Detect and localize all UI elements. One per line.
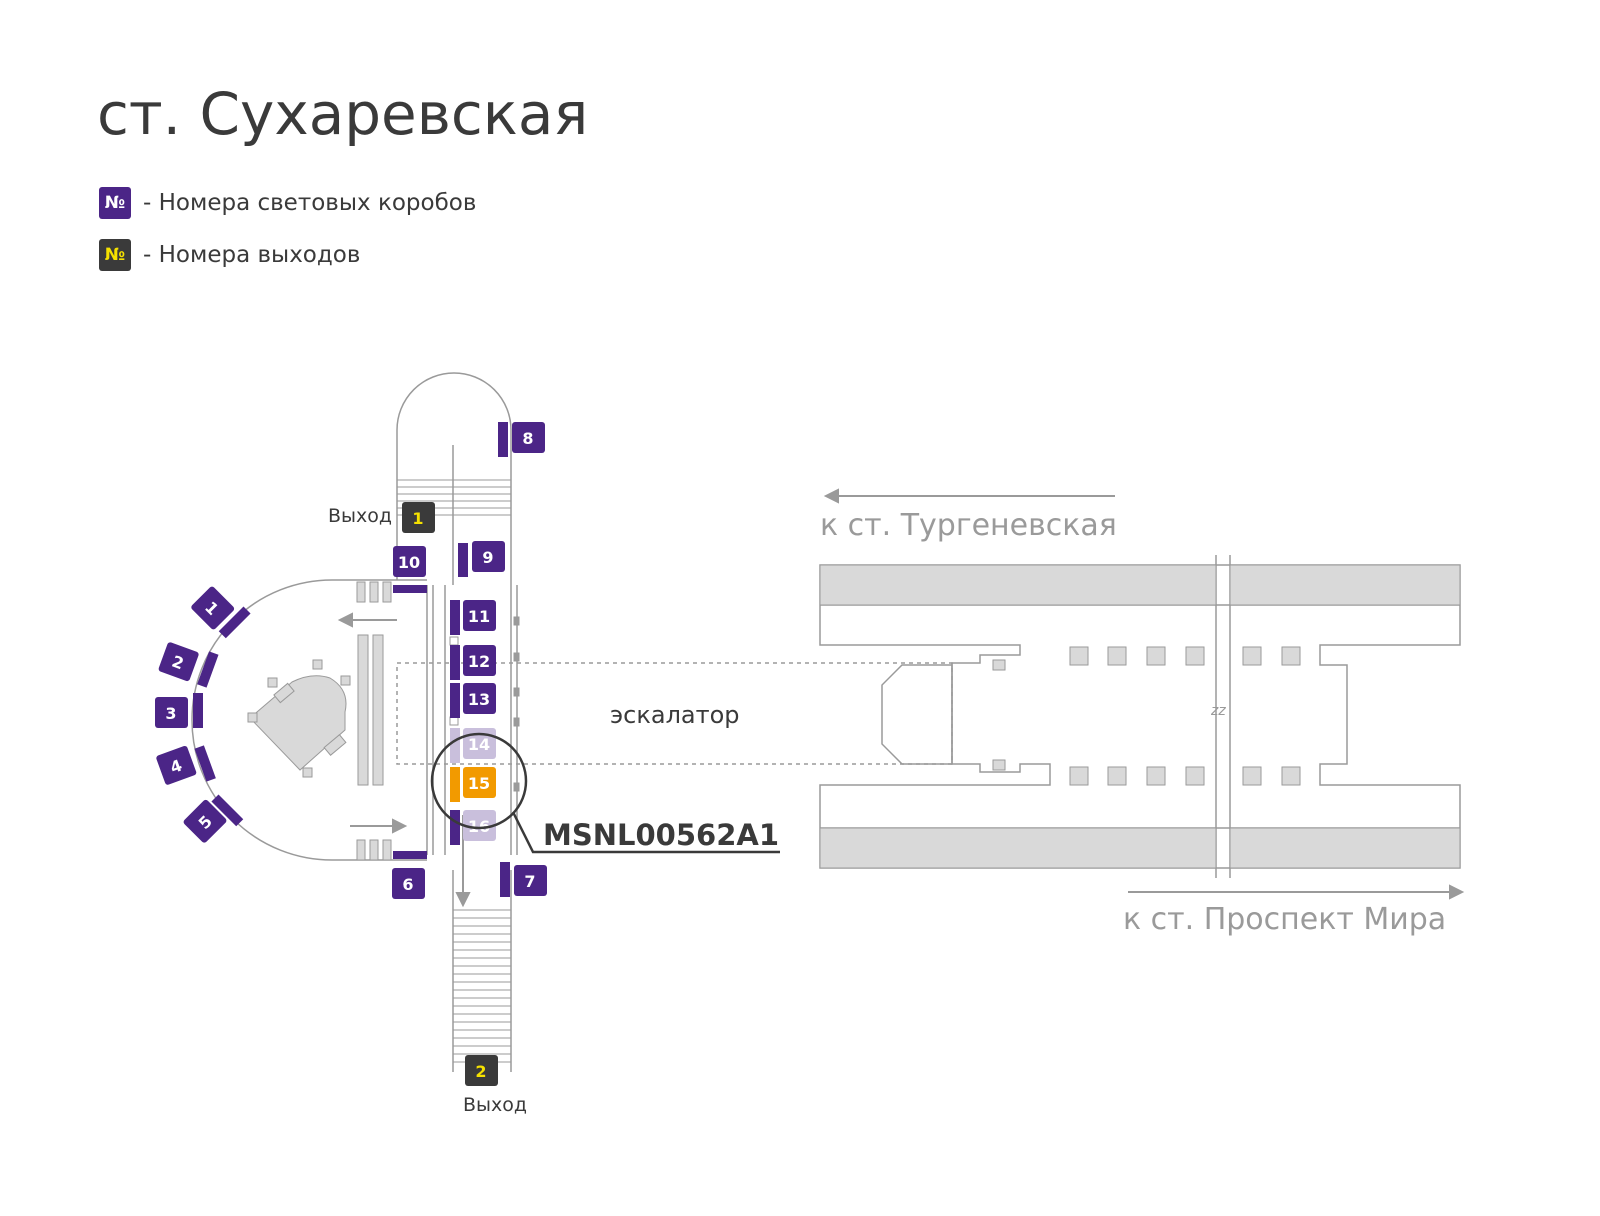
svg-text:13: 13 — [468, 690, 490, 709]
lightbox-5[interactable]: 5 — [182, 799, 227, 844]
svg-text:12: 12 — [468, 652, 490, 671]
lightbox-badges: 8 9 10 11 12 13 14 15 16 6 7 3 1 2 4 5 — [155, 422, 547, 899]
lightbox-8[interactable]: 8 — [512, 422, 545, 453]
lightbox-9[interactable]: 9 — [472, 541, 505, 572]
svg-text:3: 3 — [165, 704, 176, 723]
svg-text:1: 1 — [412, 509, 423, 528]
callout-line — [511, 811, 780, 854]
exit-2-label: Выход — [463, 1094, 527, 1116]
lightbox-legend-badge: № — [99, 187, 131, 219]
exit-1[interactable]: 1 — [402, 502, 435, 533]
escalator-label: эскалатор — [610, 701, 740, 729]
lightbox-12[interactable]: 12 — [463, 645, 496, 676]
svg-text:11: 11 — [468, 607, 490, 626]
lightbox-11[interactable]: 11 — [463, 600, 496, 631]
lightbox-14[interactable]: 14 — [463, 728, 496, 759]
north-vestibule-outline — [396, 372, 512, 585]
direction-prospekt-mira: к ст. Проспект Мира — [1123, 902, 1446, 937]
legend-lightbox-row: № - Номера световых коробов — [99, 187, 476, 219]
exit-2[interactable]: 2 — [465, 1055, 498, 1086]
svg-text:16: 16 — [468, 817, 490, 836]
svg-text:6: 6 — [402, 875, 413, 894]
lightbox-1[interactable]: 1 — [190, 585, 235, 630]
svg-text:14: 14 — [468, 735, 490, 754]
svg-text:15: 15 — [468, 774, 490, 793]
exit-1-label: Выход — [328, 505, 392, 527]
exit-legend-badge: № — [99, 239, 131, 271]
lightbox-4[interactable]: 4 — [155, 745, 197, 785]
lightbox-13[interactable]: 13 — [463, 683, 496, 714]
lightbox-2[interactable]: 2 — [158, 641, 200, 682]
lightbox-3[interactable]: 3 — [155, 697, 188, 728]
lightbox-16[interactable]: 16 — [463, 810, 496, 841]
platform-end — [881, 664, 953, 765]
wall-markers — [449, 616, 520, 792]
highlight-circle — [430, 732, 528, 830]
arrow-right-icon — [1449, 884, 1465, 900]
hall-kiosk — [249, 675, 347, 771]
highlight-code: MSNL00562A1 — [543, 818, 779, 852]
lightbox-7[interactable]: 7 — [514, 865, 547, 896]
station-title: ст. Сухаревская — [97, 80, 589, 148]
legend-exit-row: № - Номера выходов — [99, 239, 360, 271]
svg-text:9: 9 — [482, 548, 493, 567]
lightbox-15[interactable]: 15 — [463, 767, 496, 798]
lightbox-bars — [193, 422, 510, 897]
columns — [992, 646, 1301, 786]
hall-outline — [191, 579, 427, 861]
svg-text:2: 2 — [475, 1062, 486, 1081]
south-stairs — [453, 909, 511, 1063]
lightbox-10[interactable]: 10 — [393, 546, 426, 577]
arrow-left-icon — [823, 488, 839, 504]
lightbox-6[interactable]: 6 — [392, 868, 425, 899]
hall-interior — [247, 581, 392, 861]
direction-arrows — [337, 488, 1465, 908]
svg-text:10: 10 — [398, 553, 420, 572]
svg-text:7: 7 — [524, 872, 535, 891]
track-strips — [819, 564, 1461, 869]
svg-text:8: 8 — [522, 429, 533, 448]
direction-turgenevskaya: к ст. Тургеневская — [820, 508, 1117, 543]
lightbox-legend-text: - Номера световых коробов — [143, 190, 477, 216]
break-mark: zz — [1210, 703, 1226, 719]
exit-legend-text: - Номера выходов — [143, 242, 361, 268]
platform-outline — [819, 564, 1461, 869]
